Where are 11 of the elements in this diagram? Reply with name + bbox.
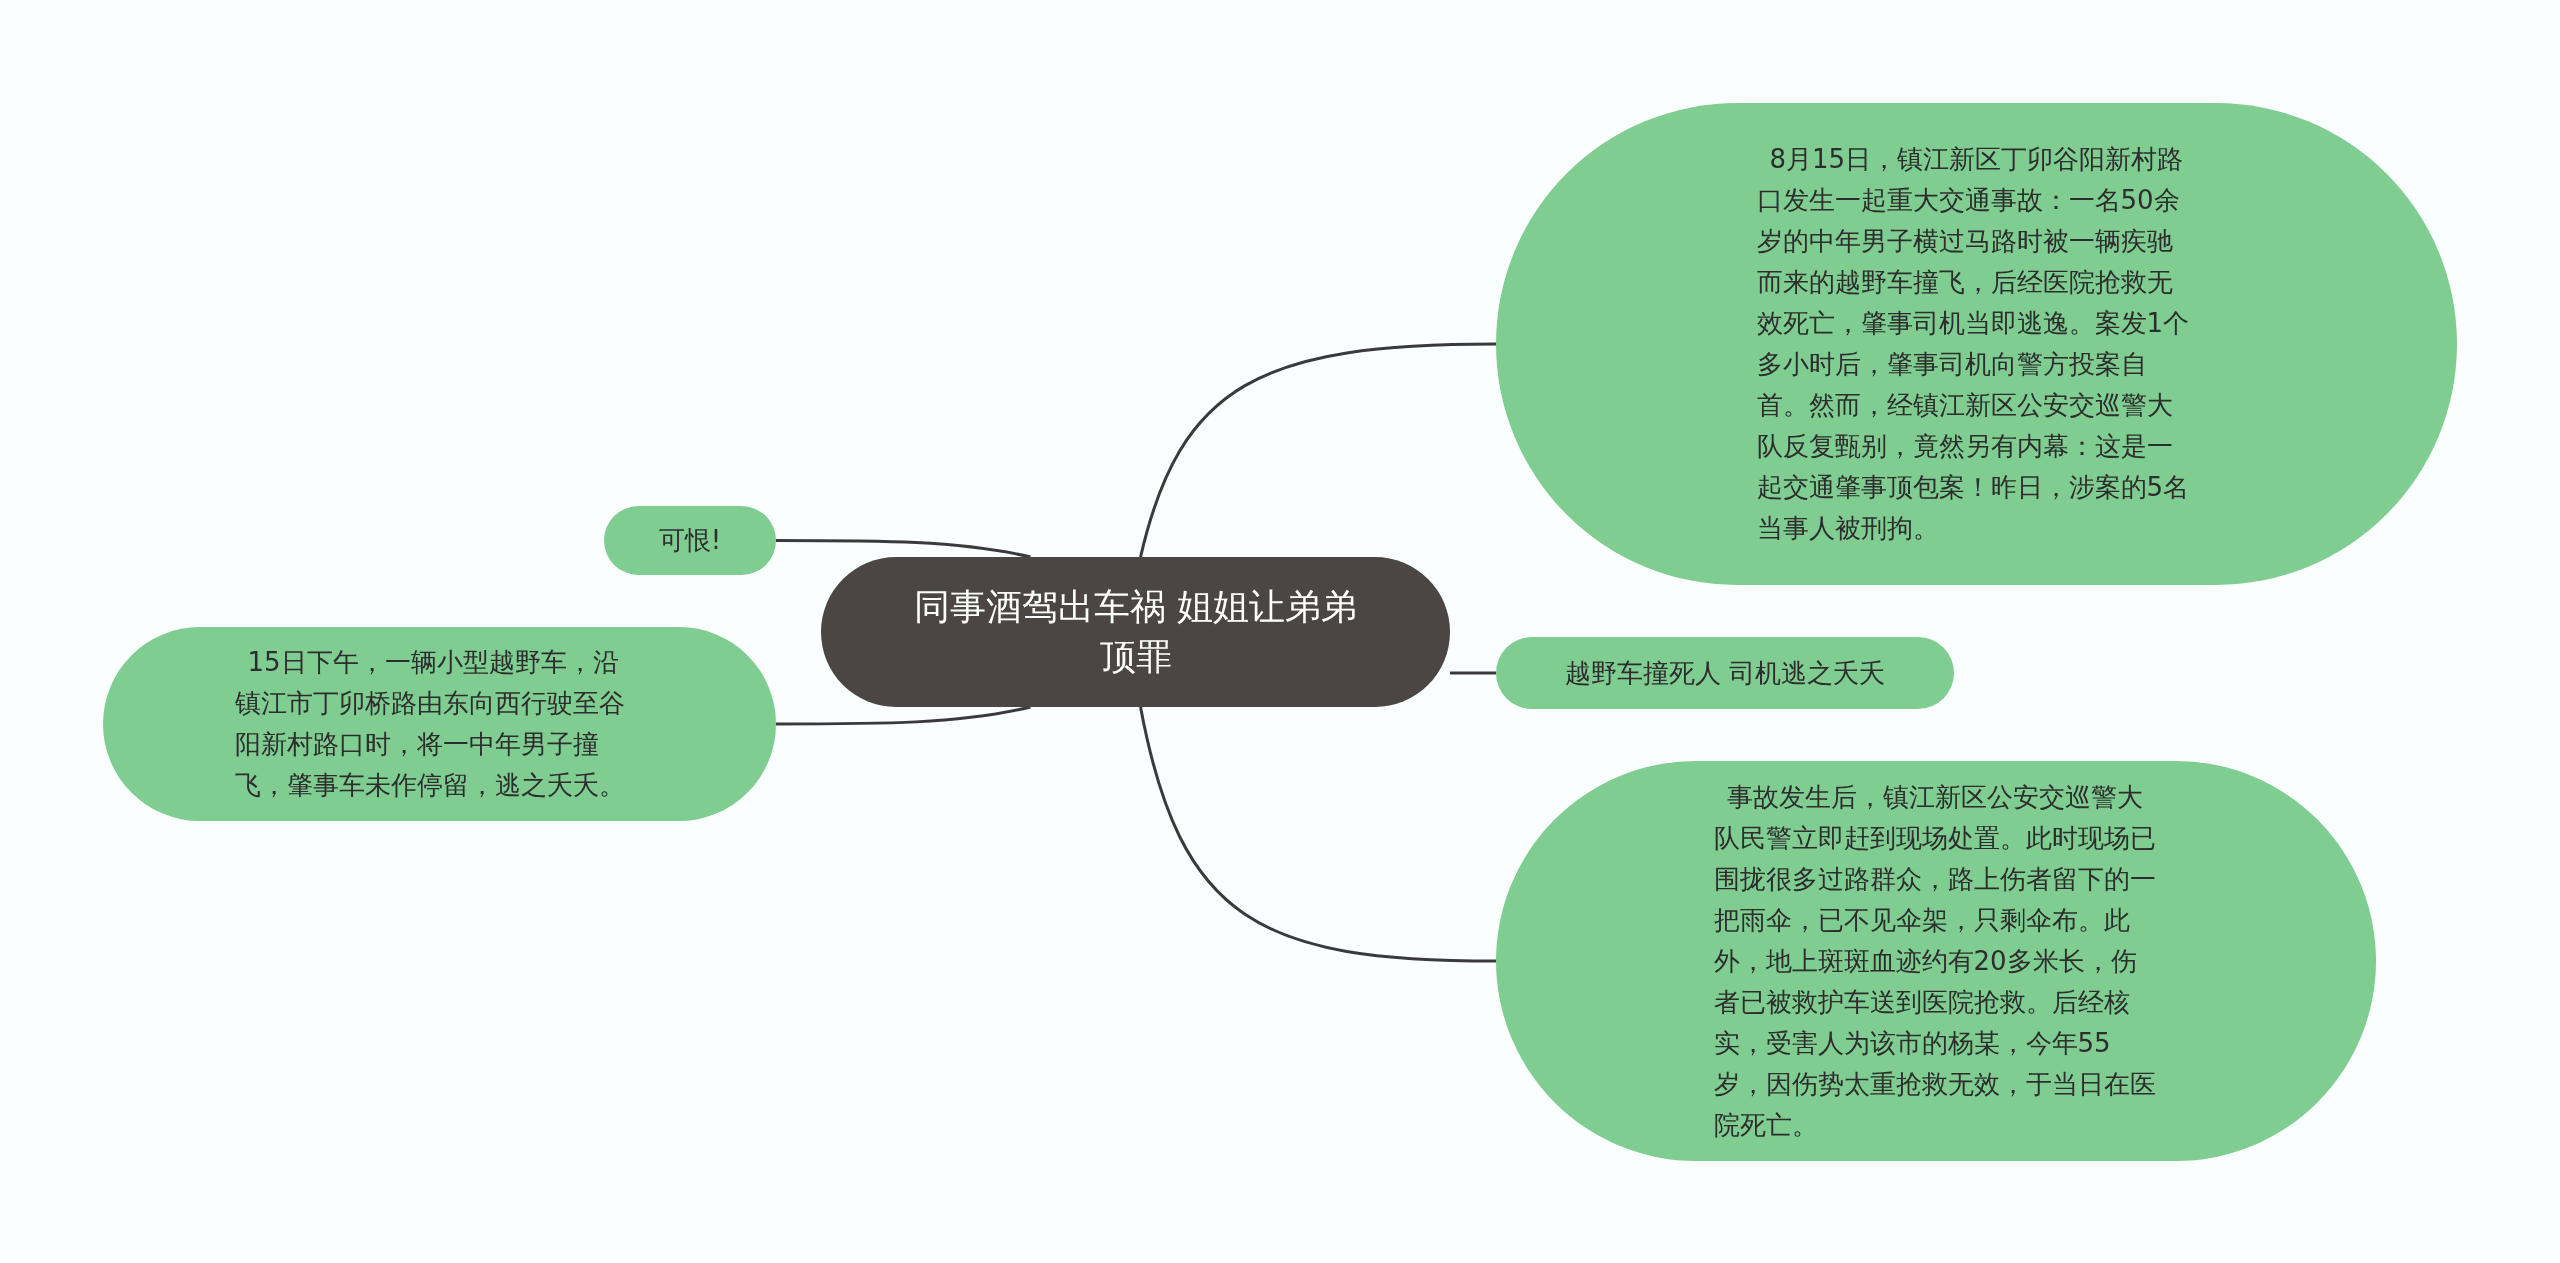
connector-line — [1139, 706, 1497, 963]
topic-text: 15日下午，一辆小型越野车，沿镇江市丁卯桥路由东向西行驶至谷阳新村路口时，将一中年男子撞飞，肇事车未作停留，逃之夭夭。 — [234, 646, 626, 802]
connector-line — [776, 539, 1031, 559]
connector-line — [1450, 671, 1496, 675]
connector-line — [1139, 342, 1497, 558]
topic-text: 8月15日，镇江新区丁卯谷阳新村路口发生一起重大交通事故：一名50余岁的中年男子横过马路时被一辆疾驰而来的越野车撞飞，后经医院抢救无效死亡，肇事司机当即逃逸。案发1个多小时后，肇事司机向警方投案自首。然而，经镇江新区公安交巡警大队反复甄别，竟然另有内幕：这是一起交通肇事顶包案！昨日，涉案的5名当事人被刑拘。 — [1756, 143, 2191, 545]
topic-text: 可恨! — [657, 524, 723, 557]
topic-text: 越野车撞死人 司机逃之夭夭 — [1563, 656, 1887, 690]
topic-text: 同事酒驾出车祸 姐姐让弟弟顶罪 — [912, 585, 1359, 679]
connector-line — [776, 705, 1031, 726]
topic-text: 事故发生后，镇江新区公安交巡警大队民警立即赶到现场处置。此时现场已围拢很多过路群众，路上伤者留下的一把雨伞，已不见伞架，只剩伞布。此外，地上斑斑血迹约有20多米长，伤者已被救护车送到医院抢救。后经核实，受害人为该市的杨某，今年55岁，因伤势太重抢救无效，于当日在医院死亡。 — [1713, 780, 2157, 1142]
